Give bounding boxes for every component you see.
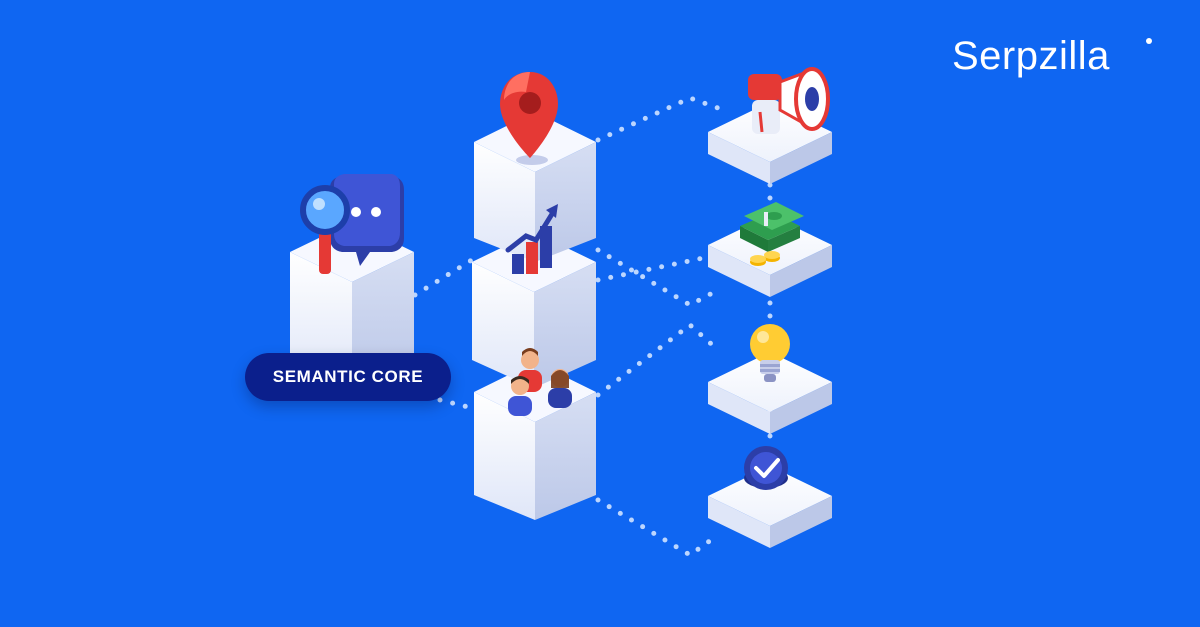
megaphone-icon [748, 67, 830, 134]
checkmark-icon [744, 446, 788, 490]
brand-logo: Serpzilla [952, 34, 1110, 78]
growth-chart-icon [505, 204, 558, 274]
middle-stack [472, 112, 596, 520]
team-icon [508, 348, 572, 416]
magnifier-chat-icon [300, 174, 404, 274]
money-icon [740, 202, 804, 266]
semantic-core-badge: SEMANTIC CORE [245, 353, 451, 401]
location-pin-icon [500, 72, 558, 165]
tile-4 [708, 466, 832, 548]
dotted-connectors [412, 95, 773, 558]
brand-dot [1146, 38, 1152, 44]
lightbulb-icon [750, 324, 790, 382]
semantic-core-label: SEMANTIC CORE [272, 367, 424, 386]
